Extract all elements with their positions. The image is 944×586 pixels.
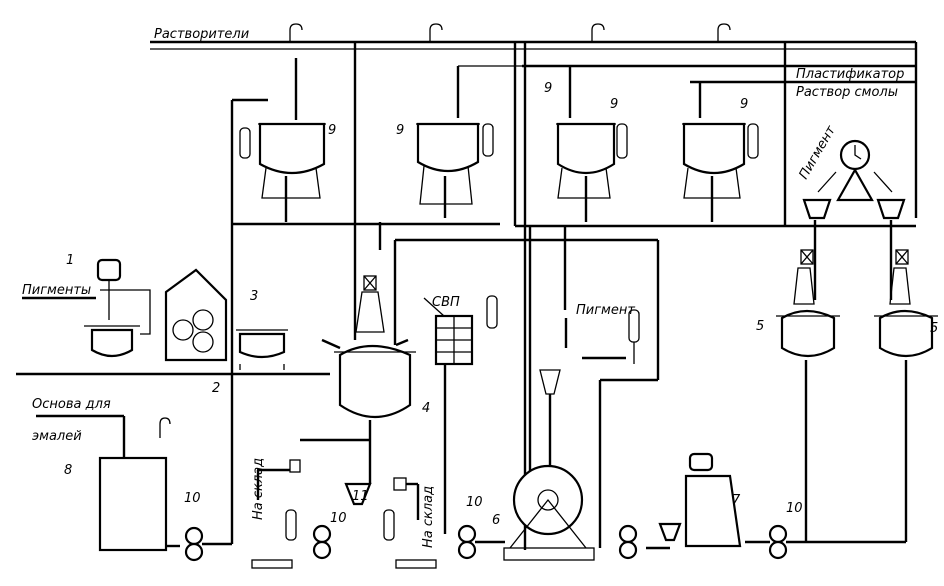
number-9-d: 9	[610, 97, 618, 112]
pump-10-c	[443, 470, 505, 560]
vessel-9-c	[556, 66, 628, 222]
plasticizer-label: Пластификатор	[796, 67, 904, 82]
number-5-b: 5	[930, 321, 938, 336]
vessel-5-b	[874, 220, 938, 358]
vessel-9-b	[416, 65, 522, 218]
pigments-label: Пигменты	[22, 283, 91, 298]
vessel-9-d	[682, 82, 759, 222]
svp-unit	[423, 295, 498, 366]
pigment-label-right: Пигмент	[796, 123, 839, 182]
number-7: 7	[732, 493, 741, 508]
pigment-label-center: Пигмент	[576, 303, 635, 318]
resin-solution-label: Раствор смолы	[796, 85, 898, 100]
number-9-c: 9	[544, 81, 552, 96]
number-1: 1	[66, 253, 74, 268]
pump-10-a	[184, 400, 234, 562]
distribution-lines	[230, 42, 916, 550]
base-label-line1: Основа для	[32, 397, 111, 412]
pigment-mixer-1	[22, 258, 151, 358]
base-tank-8	[36, 414, 180, 552]
roller-mill-2	[164, 268, 228, 362]
to-storage-label-2: На склад	[421, 486, 436, 548]
supply-headers	[150, 40, 918, 218]
hook-2	[429, 23, 443, 42]
number-10-b: 10	[330, 511, 347, 526]
dissolver-4	[321, 275, 416, 440]
number-10-c: 10	[466, 495, 483, 510]
svp-label: СВП	[432, 295, 460, 310]
number-4: 4	[422, 401, 430, 416]
number-9-b: 9	[396, 123, 404, 138]
filter-11	[251, 438, 437, 569]
hook-4	[717, 23, 731, 42]
supply-hooks	[289, 23, 731, 42]
tank-3	[236, 329, 288, 370]
base-label-line2: эмалей	[32, 429, 82, 444]
number-3: 3	[250, 289, 258, 304]
number-2: 2	[212, 381, 220, 396]
number-6: 6	[492, 513, 500, 528]
number-8: 8	[64, 463, 72, 478]
vessel-5-a	[776, 220, 840, 358]
pump-10-b	[312, 524, 332, 560]
ball-mill-6	[503, 369, 595, 561]
number-10-d: 10	[786, 501, 803, 516]
solvents-label: Растворители	[154, 27, 249, 42]
to-storage-label-1: На склад	[251, 458, 266, 520]
number-10-a: 10	[184, 491, 201, 506]
dispersant-7	[646, 452, 742, 550]
pump-10-e	[745, 360, 908, 560]
pigment-dosing	[564, 309, 640, 364]
number-11: 11	[352, 489, 369, 504]
hook-1	[289, 23, 303, 42]
pigment-scales	[802, 139, 906, 220]
number-9-a: 9	[328, 123, 336, 138]
vessel-9-a	[239, 58, 326, 222]
number-5-a: 5	[756, 319, 764, 334]
number-9-e: 9	[740, 97, 748, 112]
hook-3	[591, 23, 605, 42]
pump-10-d	[598, 378, 658, 560]
